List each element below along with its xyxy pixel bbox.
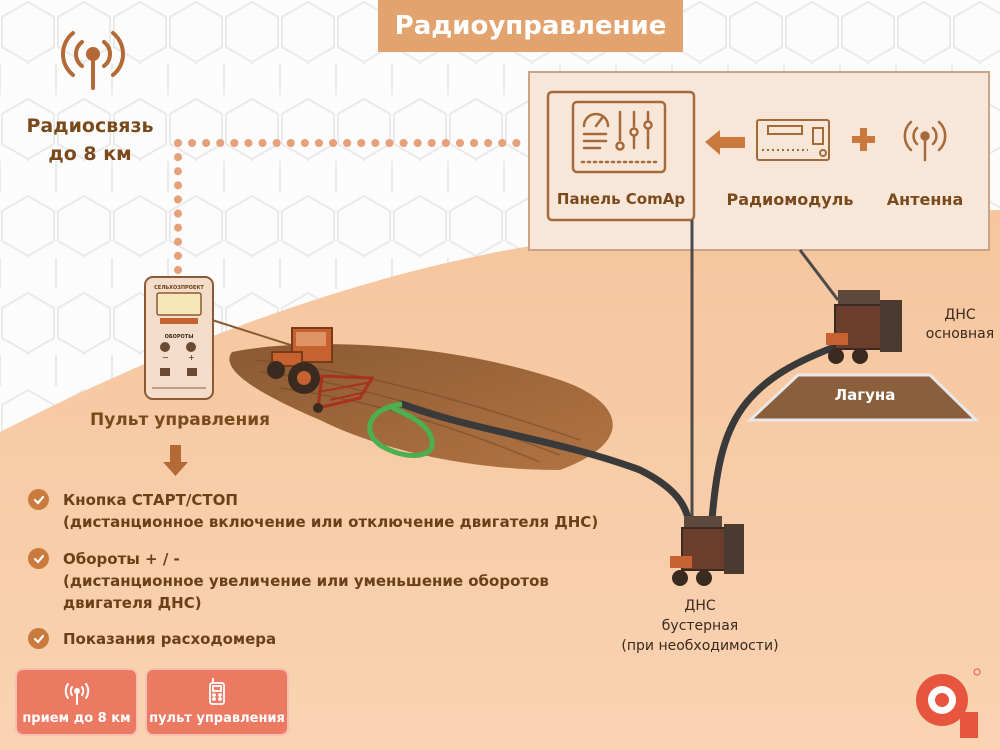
arrow-left-icon — [705, 130, 745, 155]
range-button-label: прием до 8 км — [22, 711, 131, 726]
feature-text: Обороты + / - (дистанционное увеличение … — [63, 550, 549, 612]
feature-text: Кнопка СТАРТ/СТОП (дистанционное включен… — [63, 491, 599, 531]
page-title: Радиоуправление — [378, 0, 683, 52]
hose-field — [398, 400, 694, 539]
feature-item: Показания расходомера — [28, 628, 276, 650]
radiomodule-label: Радиомодуль — [726, 190, 854, 209]
remote-rpm: ОБОРОТЫ — [165, 334, 194, 340]
comap-panel-icon — [571, 100, 667, 174]
company-logo-icon — [916, 668, 981, 738]
lagoon-label: Лагуна — [834, 386, 896, 404]
radio-link-label: Радиосвязь до 8 км — [20, 112, 160, 168]
signal-icon — [64, 683, 89, 705]
remote-button-label: пульт управления — [149, 711, 285, 726]
pump-booster-line1: ДНС — [684, 598, 716, 614]
pump-main-icon — [826, 290, 902, 364]
svg-text:+: + — [188, 353, 195, 362]
range-button[interactable]: прием до 8 км — [15, 668, 138, 736]
radio-antenna-icon — [60, 31, 126, 90]
antenna-cable — [798, 249, 840, 301]
radio-link-line2: до 8 км — [48, 143, 132, 165]
pump-booster-label: ДНС бустерная (при необходимости) — [590, 596, 810, 656]
svg-text:−: − — [162, 353, 169, 362]
check-icon — [28, 489, 49, 510]
antenna-icon — [903, 120, 947, 162]
arrow-down-icon — [163, 445, 188, 476]
remote-label: Пульт управления — [89, 410, 271, 430]
feature-item: Обороты + / - (дистанционное увеличение … — [28, 548, 549, 614]
pump-booster-line3: (при необходимости) — [621, 638, 779, 654]
feature-text: Показания расходомера — [63, 630, 277, 648]
field-background — [0, 210, 1000, 750]
pump-main-line2: основная — [925, 326, 995, 342]
tractor-icon — [267, 327, 375, 413]
pump-booster-icon — [670, 516, 744, 586]
check-icon — [28, 548, 49, 569]
antenna-label: Антенна — [886, 190, 964, 209]
remote-button[interactable]: пульт управления — [145, 668, 289, 736]
radio-link-path — [174, 139, 534, 274]
pump-main-line1: ДНС — [944, 307, 976, 323]
feature-item: Кнопка СТАРТ/СТОП (дистанционное включен… — [28, 489, 598, 533]
hose-main — [708, 338, 852, 524]
remote-brand: СЕЛЬХОЗПРОЕКТ — [154, 285, 204, 291]
radiomodule-icon — [756, 119, 830, 161]
check-icon — [28, 628, 49, 649]
comap-panel-label: Панель ComAp — [556, 190, 686, 208]
plus-icon — [852, 128, 875, 151]
hose-green — [367, 401, 435, 458]
remote-control-icon: − + — [144, 276, 214, 400]
pump-booster-line2: бустерная — [661, 618, 739, 634]
radio-link-line1: Радиосвязь — [26, 115, 154, 137]
lagoon — [746, 373, 980, 422]
pump-main-label: ДНС основная — [920, 306, 1000, 344]
remote-device-icon — [209, 678, 225, 705]
